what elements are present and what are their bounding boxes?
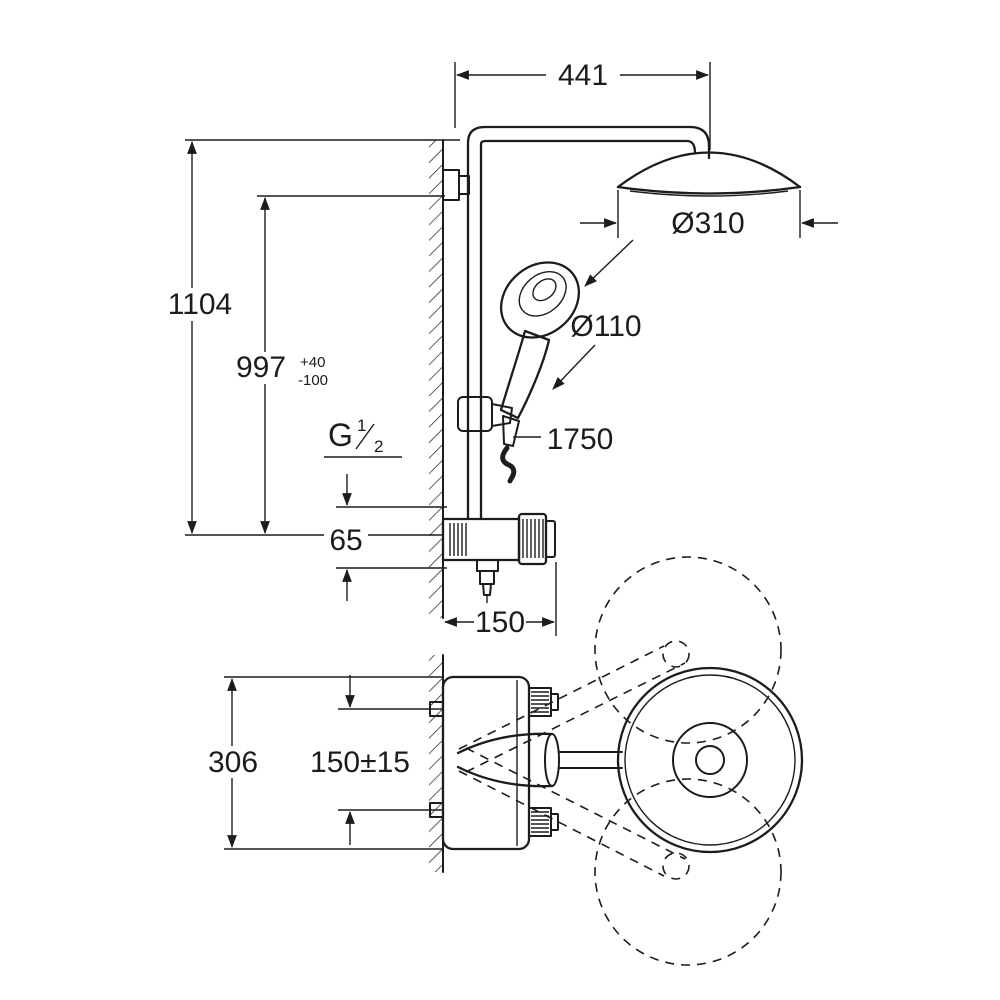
dim-110-upper-arrow xyxy=(584,239,634,287)
swivel-arm-up-edge1 xyxy=(458,645,665,750)
head-plan-center xyxy=(695,745,725,775)
outlet-base xyxy=(476,559,499,572)
swivel-arm-down-edge1 xyxy=(458,770,665,877)
label-tol-plus: +40 xyxy=(300,354,325,371)
outlet-nub xyxy=(482,583,492,596)
head-rim xyxy=(616,185,802,195)
head-dome xyxy=(616,151,802,189)
thread-fraction-slash xyxy=(355,423,375,450)
knob-plan-bottom-knurl xyxy=(531,811,549,833)
arm-bell-rim xyxy=(544,733,560,787)
front-view xyxy=(185,62,838,636)
label-bg xyxy=(324,524,368,557)
swivel-center-up xyxy=(662,640,690,668)
mixer-plan-body xyxy=(441,675,531,851)
label-trim-height: 306 xyxy=(208,746,258,779)
hand-head-ring xyxy=(518,270,567,317)
hand-head-outline xyxy=(499,261,581,339)
hand-head-center xyxy=(532,278,557,302)
label-wall-clearance: 150 xyxy=(475,606,525,639)
swivel-arm-down-edge2 xyxy=(465,747,686,860)
front-extension-lines xyxy=(185,62,801,636)
head-plan-inner-rim xyxy=(624,674,796,846)
label-connection-spread: 150±15 xyxy=(310,746,410,779)
label-outlet-offset: 65 xyxy=(329,524,362,557)
shower-pipe xyxy=(466,125,711,521)
pipe-inner-line xyxy=(479,139,697,521)
wall-lower xyxy=(429,654,444,873)
label-hand-diameter: Ø110 xyxy=(570,310,641,343)
bracket-clamp xyxy=(458,175,470,195)
label-hose-length: 1750 xyxy=(547,423,614,456)
hand-shower-head xyxy=(499,261,581,339)
swivel-circle-down xyxy=(594,778,782,966)
swivel-range xyxy=(458,556,782,966)
label-bg xyxy=(204,746,262,778)
swivel-arm-up-edge2 xyxy=(465,662,686,773)
label-total-height: 1104 xyxy=(168,288,233,321)
label-thread-denominator: 2 xyxy=(374,437,383,456)
label-bg xyxy=(546,59,620,92)
label-thread-numerator: 1 xyxy=(357,416,366,435)
wall-hatch-lower xyxy=(429,655,443,872)
hand-shower xyxy=(499,261,581,484)
knob-plan-top-knurl xyxy=(531,691,549,713)
label-head-diameter: Ø310 xyxy=(671,207,744,240)
wall-bracket xyxy=(442,169,470,201)
outlet-nipple xyxy=(479,570,495,585)
mixer-body-knurl xyxy=(449,523,467,556)
pipe-outer-line xyxy=(466,125,711,521)
head-plan-outer xyxy=(616,666,804,854)
mixer-plan xyxy=(429,675,559,851)
handle-cone xyxy=(502,415,520,447)
knob-plan-bottom-cap xyxy=(550,813,559,831)
label-supply-height: 997 xyxy=(236,351,286,384)
wall-upper xyxy=(429,139,444,619)
knob-knurl xyxy=(522,519,544,558)
label-bg xyxy=(163,288,237,321)
shower-arm-plan xyxy=(456,732,623,788)
plan-extension-lines xyxy=(224,676,443,850)
label-bg xyxy=(228,352,296,384)
wall-hatch-upper xyxy=(429,140,443,618)
plan-view xyxy=(224,556,804,966)
dim-110-lower-arrow xyxy=(552,344,596,390)
swivel-center-down xyxy=(662,852,690,880)
arm-bell-bottom xyxy=(456,765,554,788)
holder-arm xyxy=(491,403,513,427)
hand-shower-handle xyxy=(499,329,551,420)
head-rim-inner xyxy=(629,190,789,197)
mixer-front xyxy=(441,512,556,603)
head-plan-ring xyxy=(672,722,748,798)
bracket-base xyxy=(442,169,460,201)
knob-cap xyxy=(545,520,556,558)
slider-body xyxy=(457,396,493,432)
swivel-circle-up xyxy=(594,556,782,744)
dimension-labels: 441 Ø310 Ø110 1104 997 +40 -100 G 1 2 17… xyxy=(163,59,772,779)
label-tol-minus: -100 xyxy=(298,372,328,389)
hose-tip xyxy=(507,478,513,484)
shower-hose xyxy=(500,445,517,482)
label-bg xyxy=(302,746,418,778)
hand-shower-holder xyxy=(457,396,513,432)
head-shower-plan xyxy=(616,666,804,854)
label-bg xyxy=(474,606,526,638)
label-thread-letter: G xyxy=(328,417,353,453)
head-shower xyxy=(616,151,802,197)
label-bg xyxy=(644,206,772,240)
label-arm-width: 441 xyxy=(558,59,608,92)
